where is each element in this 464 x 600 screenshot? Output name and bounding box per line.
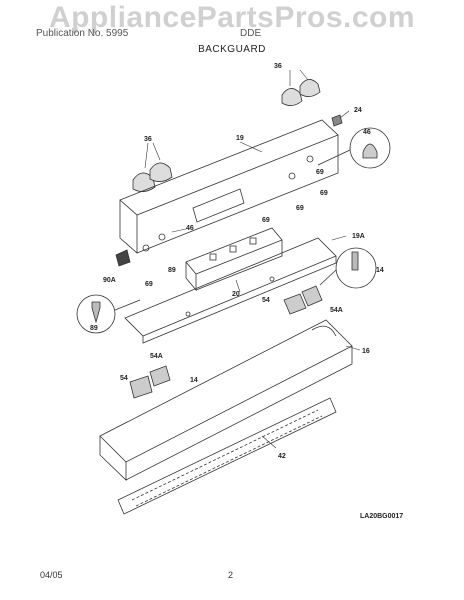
callout-54a-right: 54A xyxy=(330,307,343,314)
callout-19a: 19A xyxy=(352,233,365,240)
callout-69-c: 69 xyxy=(296,205,304,212)
detail-circle-14 xyxy=(319,247,377,289)
watermark-text: AppliancePartsPros.com xyxy=(48,1,416,34)
model-text: DDE xyxy=(240,28,262,39)
callout-14-circle: 14 xyxy=(376,267,384,274)
callout-14: 14 xyxy=(190,377,198,384)
footer-page-number: 2 xyxy=(228,570,234,580)
callout-54-left: 54 xyxy=(120,375,128,382)
back-panel-19a xyxy=(124,237,337,344)
callout-36-top: 36 xyxy=(274,63,282,70)
part-90a-strip xyxy=(115,249,131,267)
publication-text: Publication No. 5995 xyxy=(36,28,129,39)
callout-46-circle: 46 xyxy=(363,129,371,136)
callout-19: 19 xyxy=(236,135,244,142)
vent-grille-42 xyxy=(117,397,337,515)
backguard-trough-16 xyxy=(99,319,353,481)
callout-69-d: 69 xyxy=(262,217,270,224)
switch-54-right xyxy=(283,293,307,315)
callout-54-right: 54 xyxy=(262,297,270,304)
callout-54a-left: 54A xyxy=(150,353,163,360)
control-panel-19 xyxy=(119,119,339,254)
drawing-code: LA20BG0017 xyxy=(360,513,403,520)
callout-69-a: 69 xyxy=(316,169,324,176)
leader-lines xyxy=(144,69,361,449)
callout-42: 42 xyxy=(278,453,286,460)
detail-circle-46 xyxy=(317,127,391,169)
detail-circle-89 xyxy=(76,294,141,334)
callout-69-b: 69 xyxy=(320,190,328,197)
control-board-20 xyxy=(185,227,283,292)
switch-54-left xyxy=(129,375,153,399)
callout-16: 16 xyxy=(362,348,370,355)
callout-46: 46 xyxy=(186,225,194,232)
section-title: BACKGUARD xyxy=(198,44,266,55)
part-24-clip xyxy=(331,114,343,127)
knob-part-36-left xyxy=(132,162,173,192)
footer-date: 04/05 xyxy=(40,570,63,580)
callout-69-e: 69 xyxy=(145,281,153,288)
callout-36-left: 36 xyxy=(144,136,152,143)
callout-89-a: 89 xyxy=(168,267,176,274)
switch-54a-left xyxy=(149,365,171,387)
callout-20: 20 xyxy=(232,291,240,298)
callout-89-circle: 89 xyxy=(90,325,98,332)
switch-54a-right xyxy=(301,285,323,307)
callout-90a: 90A xyxy=(103,277,116,284)
callout-24: 24 xyxy=(354,107,362,114)
knob-part-36-right xyxy=(281,79,321,106)
